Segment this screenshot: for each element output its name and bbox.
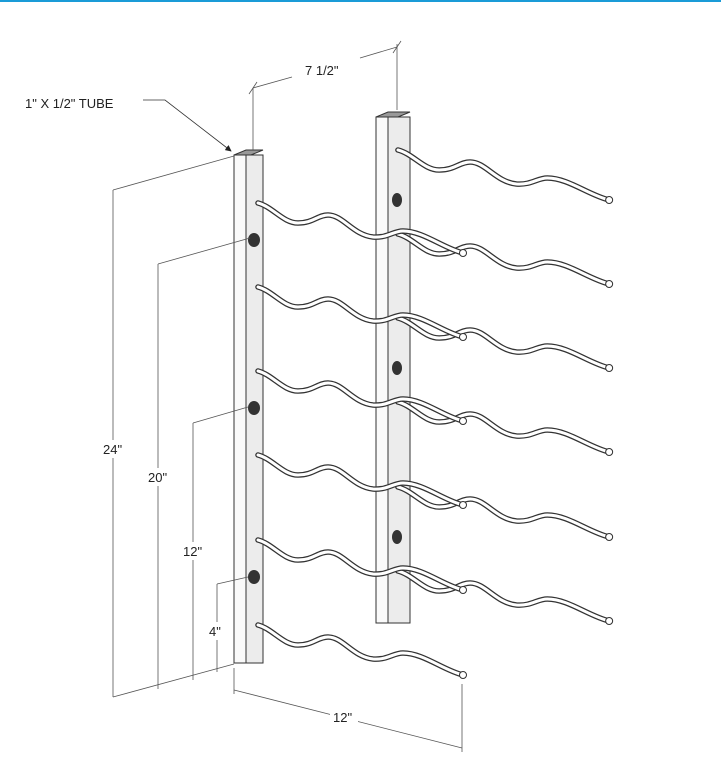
bottle-wire xyxy=(398,402,614,456)
mount-hole xyxy=(248,401,260,415)
mount-hole xyxy=(392,193,402,207)
top-accent-bar xyxy=(0,0,721,2)
left-post xyxy=(233,149,264,664)
bottle-wire xyxy=(258,203,467,257)
bottle-wire xyxy=(258,625,467,679)
bottle-wire xyxy=(398,234,614,288)
left-post-wires xyxy=(258,203,467,679)
bottle-wire xyxy=(398,571,614,625)
bottle-wire xyxy=(258,287,467,341)
bottle-wire xyxy=(258,371,467,425)
depth-12-label: 12" xyxy=(333,710,352,725)
mount-hole xyxy=(248,233,260,247)
height-24-label: 24" xyxy=(103,442,122,457)
bottle-wire xyxy=(398,318,614,372)
tube-label: 1" X 1/2" TUBE xyxy=(25,96,114,111)
bottle-wire xyxy=(258,540,467,594)
right-post xyxy=(375,111,411,624)
bottle-wire xyxy=(398,487,614,541)
mount-hole xyxy=(392,361,402,375)
post-spacing-label: 7 1/2" xyxy=(305,63,339,78)
bottle-wire xyxy=(398,150,614,204)
mount-hole xyxy=(392,530,402,544)
right-post-wires xyxy=(398,150,614,625)
mount-hole xyxy=(248,570,260,584)
height-12-label: 12" xyxy=(183,544,202,559)
height-20-label: 20" xyxy=(148,470,167,485)
height-4-label: 4" xyxy=(209,624,221,639)
bottle-wire xyxy=(258,455,467,509)
